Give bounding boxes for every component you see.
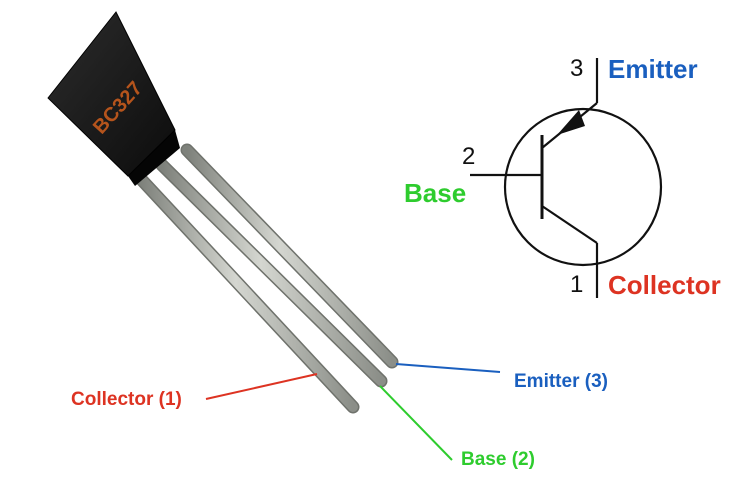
transistor-body — [47, 11, 176, 177]
pnp-transistor-symbol — [470, 58, 663, 298]
lead-collector — [133, 171, 360, 414]
emitter-callout-line — [395, 363, 501, 373]
callout-collector: Collector (1) — [71, 389, 182, 410]
pin-number-emitter: 3 — [570, 55, 584, 82]
callout-base: Base (2) — [461, 449, 535, 470]
symbol-label-collector: Collector — [608, 270, 721, 300]
lead-emitter — [180, 143, 399, 369]
symbol-label-base: Base — [404, 178, 467, 208]
collector-callout-line — [205, 373, 318, 400]
pin-number-collector: 1 — [570, 271, 584, 298]
callout-emitter: Emitter (3) — [514, 371, 608, 392]
transistor-body-side — [128, 130, 180, 186]
transistor-photo: BC327 — [47, 11, 399, 414]
collector-leg — [541, 205, 598, 244]
pin-number-base: 2 — [462, 143, 476, 170]
symbol-circle — [503, 107, 663, 267]
base-callout-line — [379, 385, 453, 461]
lead-base — [155, 158, 388, 388]
symbol-label-emitter: Emitter — [608, 54, 698, 84]
emitter-arrow — [557, 110, 585, 135]
